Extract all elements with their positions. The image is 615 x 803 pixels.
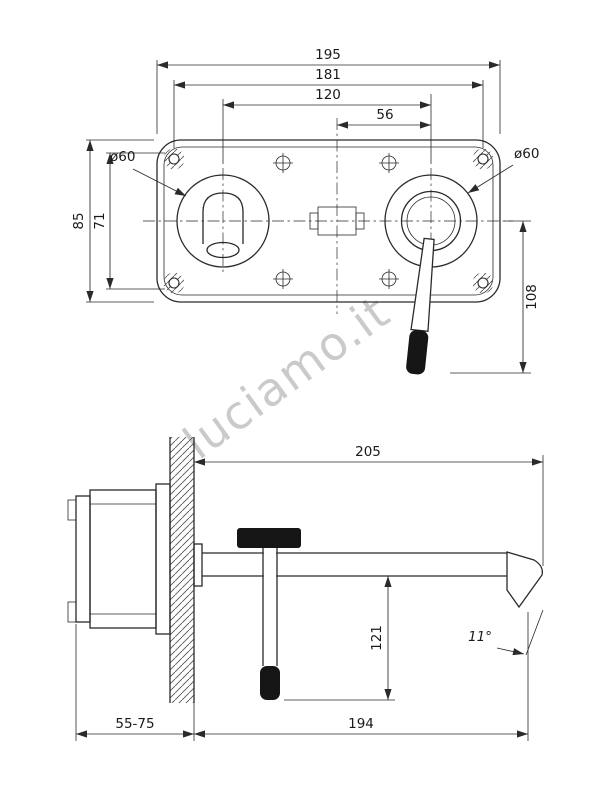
callout-left-diameter: ø60	[110, 149, 187, 197]
dim-108-label: 108	[524, 284, 540, 310]
dim-194-label: 194	[348, 716, 374, 732]
dia-60-right-label: ø60	[514, 146, 539, 162]
dim-inner-height: 71	[92, 153, 114, 289]
dim-center-spacing: 120	[223, 87, 431, 109]
screw-hole	[378, 268, 400, 290]
dim-195-label: 195	[315, 47, 341, 63]
dim-wall-depth-range: 55-75	[76, 716, 194, 738]
center-bridge-tab-right	[355, 212, 365, 230]
mounting-plate-inner	[163, 146, 494, 296]
escutcheon	[193, 543, 203, 587]
dim-71-label: 71	[92, 212, 108, 229]
side-view: 205 121 194 55-75 11°	[67, 437, 544, 741]
spout-front-outline	[202, 192, 244, 244]
dim-121-label: 121	[369, 625, 385, 651]
spout-side	[202, 551, 543, 609]
dim-spout-reach: 205	[194, 444, 543, 466]
corner-mounting-hole	[471, 271, 495, 295]
handle-grip-side	[260, 666, 280, 700]
center-bridge-tab-left	[309, 212, 319, 230]
lever-handle-front	[406, 237, 435, 375]
corner-mounting-hole	[162, 147, 186, 171]
dim-hole-spacing: 181	[174, 67, 483, 89]
dim-181-label: 181	[315, 67, 341, 83]
dim-handle-length: 108	[519, 221, 540, 373]
dim-half-spacing: 56	[337, 107, 431, 129]
screw-hole	[272, 152, 294, 174]
handle-grip-front	[406, 330, 429, 375]
dim-205-label: 205	[355, 444, 381, 460]
dia-60-left-label: ø60	[110, 149, 135, 165]
mounting-plate-outer	[156, 139, 501, 303]
corner-mounting-hole	[471, 147, 495, 171]
dim-120-label: 120	[315, 87, 341, 103]
dim-11deg-label: 11°	[468, 629, 492, 645]
handle-base-side	[237, 528, 301, 548]
watermark-text: luciamo.it	[173, 284, 400, 469]
dim-85-label: 85	[71, 212, 87, 229]
dim-handle-drop: 121	[369, 576, 392, 700]
concealed-body	[67, 483, 171, 635]
front-view: 195 181 120 56 85 71 ø60	[71, 47, 540, 375]
dim-reach-lower: 194	[194, 716, 528, 738]
aerator-oval	[206, 241, 240, 259]
spout-circle	[176, 174, 270, 268]
spout-tip	[506, 551, 543, 609]
corner-mounting-hole	[162, 271, 186, 295]
screw-hole	[378, 152, 400, 174]
dim-55-75-label: 55-75	[115, 716, 154, 732]
dim-overall-width: 195	[157, 47, 500, 69]
dim-overall-height: 85	[71, 140, 94, 302]
screw-hole	[272, 268, 294, 290]
callout-right-diameter: ø60	[467, 146, 539, 194]
dim-56-label: 56	[376, 107, 393, 123]
dim-spout-angle: 11°	[468, 609, 544, 656]
wall-section-hatch	[170, 437, 194, 703]
